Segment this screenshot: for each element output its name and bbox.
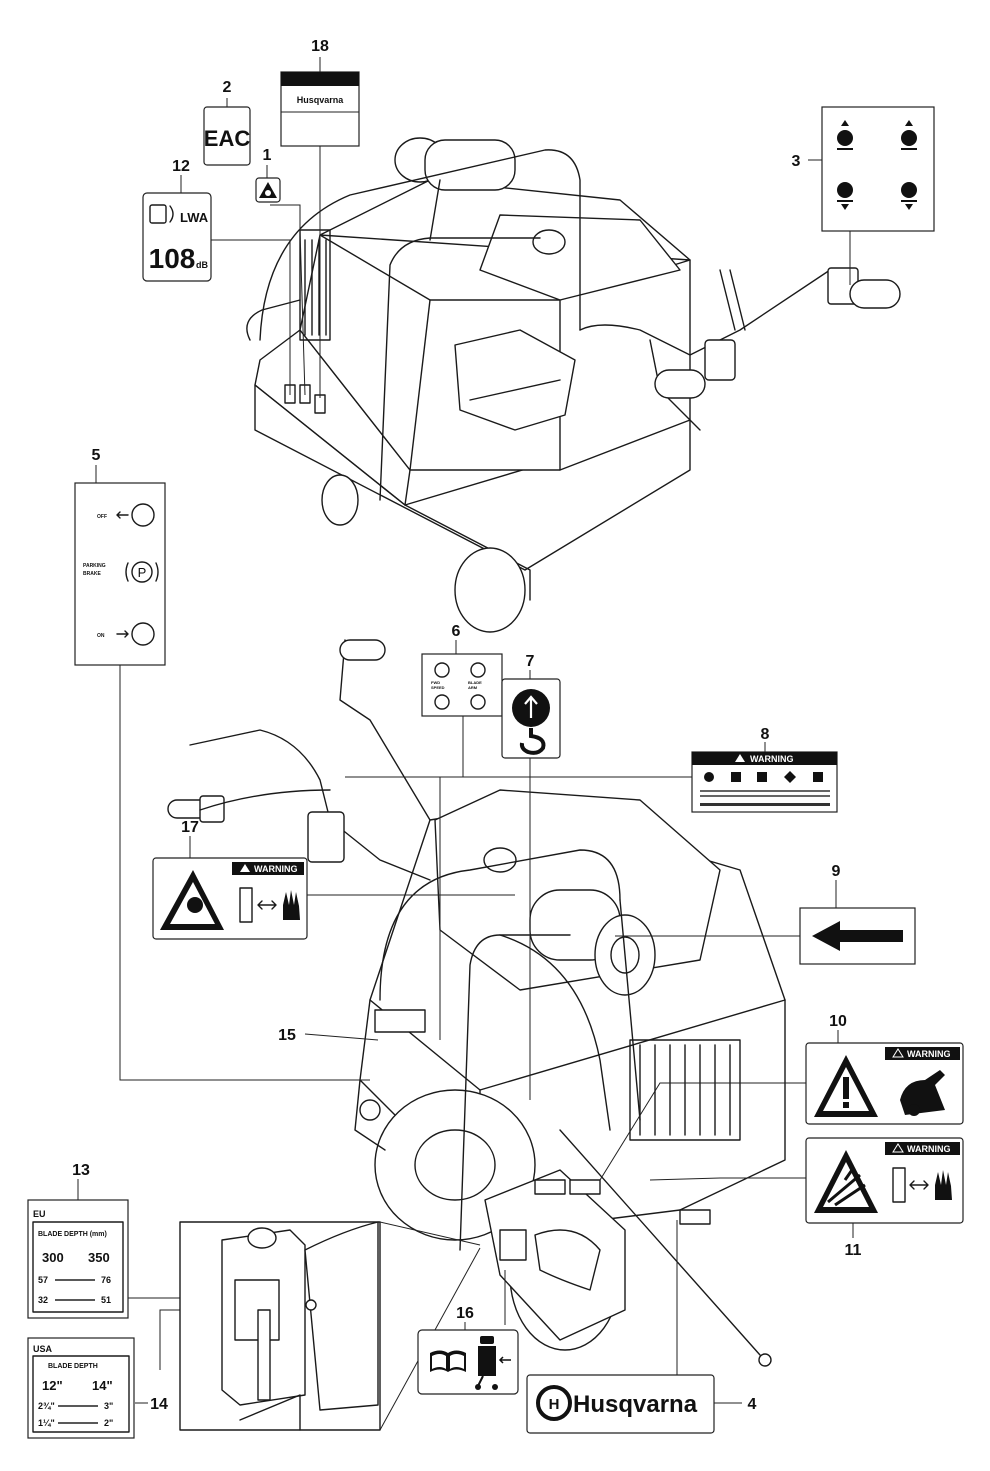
decal-12-unit: dB bbox=[196, 260, 208, 270]
decal-11-header: WARNING bbox=[907, 1144, 951, 1154]
callout-14: 14 bbox=[150, 1396, 168, 1413]
decal-13-blade-depth-eu: EU BLADE DEPTH (mm) 300 350 57 76 32 51 bbox=[27, 1199, 129, 1319]
decal-10-header: WARNING bbox=[907, 1049, 951, 1059]
decal-5-parking-brake-label: OFF PARKING BRAKE P ON bbox=[74, 482, 166, 666]
decal-17-warning-label: WARNING bbox=[152, 857, 308, 940]
decal-8-warning-strip: WARNING bbox=[691, 751, 838, 813]
decal-13-row2-a: 32 bbox=[38, 1295, 48, 1305]
callout-15: 15 bbox=[278, 1027, 296, 1044]
decal-14-title: BLADE DEPTH bbox=[48, 1363, 98, 1370]
decal-1-certification-icon bbox=[255, 177, 281, 203]
callout-5: 5 bbox=[92, 447, 101, 464]
decal-12-sound-power-label: LWA 108 dB bbox=[142, 192, 212, 282]
callout-numbers: 1 2 3 4 5 6 7 8 9 10 11 12 13 14 15 16 1… bbox=[72, 38, 861, 1413]
svg-text:H: H bbox=[549, 1396, 560, 1413]
callout-10: 10 bbox=[829, 1013, 847, 1030]
decal-10-warning-label: WARNING bbox=[805, 1042, 964, 1125]
decal-14-row2-a: 1¼" bbox=[38, 1418, 55, 1428]
decal-13-col-b: 350 bbox=[88, 1250, 110, 1265]
decal-18-brand: Husqvarna bbox=[297, 95, 345, 105]
callout-18: 18 bbox=[311, 38, 329, 55]
callout-12: 12 bbox=[172, 158, 190, 175]
callout-9: 9 bbox=[832, 863, 841, 880]
decal-11-warning-label: WARNING bbox=[805, 1137, 964, 1224]
decal-16-manual-icon-label bbox=[417, 1329, 519, 1395]
callout-4: 4 bbox=[748, 1396, 757, 1413]
decal-6-right-line1: BLADE bbox=[468, 680, 482, 685]
decal-5-parking-line1: PARKING bbox=[83, 563, 106, 569]
decal-2-eac-mark: EAC bbox=[203, 106, 251, 166]
callout-1: 1 bbox=[263, 147, 272, 164]
decal-6-control-label: FWD SPEED BLADE ARM bbox=[421, 653, 503, 717]
callout-11: 11 bbox=[845, 1242, 862, 1259]
decal-14-row1-b: 3" bbox=[104, 1401, 113, 1411]
decal-13-region: EU bbox=[33, 1209, 46, 1219]
decal-18-husqvarna-label: Husqvarna bbox=[280, 71, 360, 147]
callout-3: 3 bbox=[792, 153, 801, 170]
callout-6: 6 bbox=[452, 623, 461, 640]
decal-5-p: P bbox=[138, 565, 147, 580]
decal-4-brand: Husqvarna bbox=[573, 1391, 698, 1418]
callout-8: 8 bbox=[761, 726, 770, 743]
callout-16: 16 bbox=[456, 1305, 474, 1322]
decal-13-row1-a: 57 bbox=[38, 1275, 48, 1285]
decal-6-right-line2: ARM bbox=[468, 685, 478, 690]
decal-5-parking-line2: BRAKE bbox=[83, 571, 101, 577]
callout-7: 7 bbox=[526, 653, 535, 670]
decal-14-col-a: 12" bbox=[42, 1378, 63, 1393]
decal-17-header: WARNING bbox=[254, 864, 298, 874]
machine-top-view bbox=[246, 137, 901, 633]
decal-14-region: USA bbox=[33, 1344, 53, 1354]
decal-14-col-b: 14" bbox=[92, 1378, 113, 1393]
decal-14-blade-depth-usa: USA BLADE DEPTH 12" 14" 2¾" 3" 1¼" 2" bbox=[27, 1337, 135, 1439]
machine-bottom-view bbox=[167, 639, 786, 1367]
decal-13-row2-b: 51 bbox=[101, 1295, 111, 1305]
decal-8-header: WARNING bbox=[750, 754, 794, 764]
decal-7-lifting-hook-label bbox=[501, 678, 561, 759]
blade-depth-inset bbox=[179, 1221, 481, 1431]
decal-5-off: OFF bbox=[97, 514, 107, 520]
callout-17: 17 bbox=[181, 819, 199, 836]
decal-13-title: BLADE DEPTH (mm) bbox=[38, 1231, 107, 1238]
decal-2-mark: EAC bbox=[204, 126, 251, 151]
decal-13-row1-b: 76 bbox=[101, 1275, 111, 1285]
decal-14-row2-b: 2" bbox=[104, 1418, 113, 1428]
callout-2: 2 bbox=[223, 79, 232, 96]
decal-12-value: 108 bbox=[149, 243, 196, 274]
decal-4-husqvarna-logo: H Husqvarna bbox=[526, 1374, 715, 1434]
decal-14-row1-a: 2¾" bbox=[38, 1401, 55, 1411]
decal-3-lift-points-label bbox=[821, 106, 935, 232]
decal-13-col-a: 300 bbox=[42, 1250, 64, 1265]
decal-6-left-line1: FWD bbox=[431, 680, 440, 685]
callout-13: 13 bbox=[72, 1162, 90, 1179]
decal-5-on: ON bbox=[97, 633, 105, 639]
decal-12-symbol: LWA bbox=[180, 210, 209, 225]
decal-6-left-line2: SPEED bbox=[431, 685, 445, 690]
decal-9-direction-arrow-label bbox=[799, 907, 916, 965]
